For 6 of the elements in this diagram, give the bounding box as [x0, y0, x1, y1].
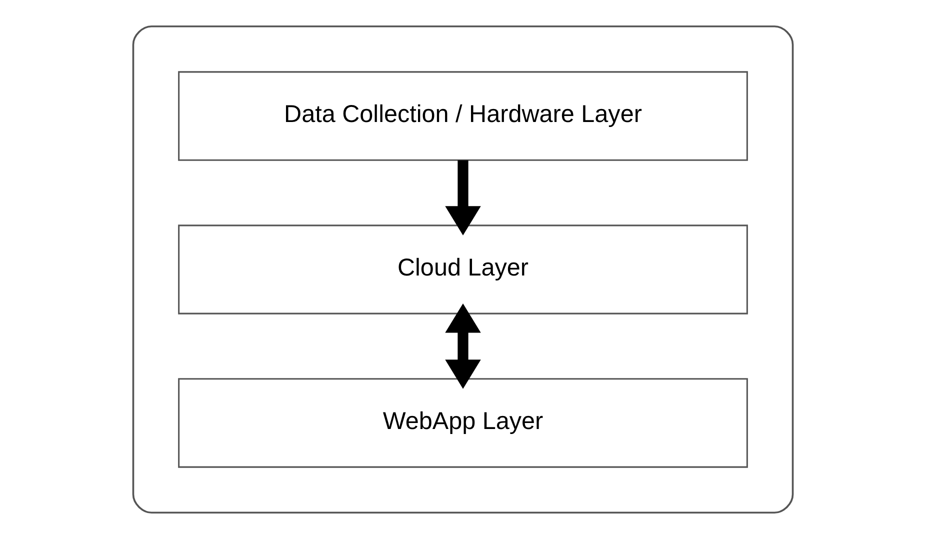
node-box: Cloud Layer: [178, 224, 748, 314]
cluster: [132, 25, 794, 514]
arrow: [444, 304, 480, 389]
node-box: Data Collection / Hardware Layer: [178, 71, 748, 161]
arrow: [444, 160, 480, 236]
node-box: WebApp Layer: [178, 378, 748, 468]
